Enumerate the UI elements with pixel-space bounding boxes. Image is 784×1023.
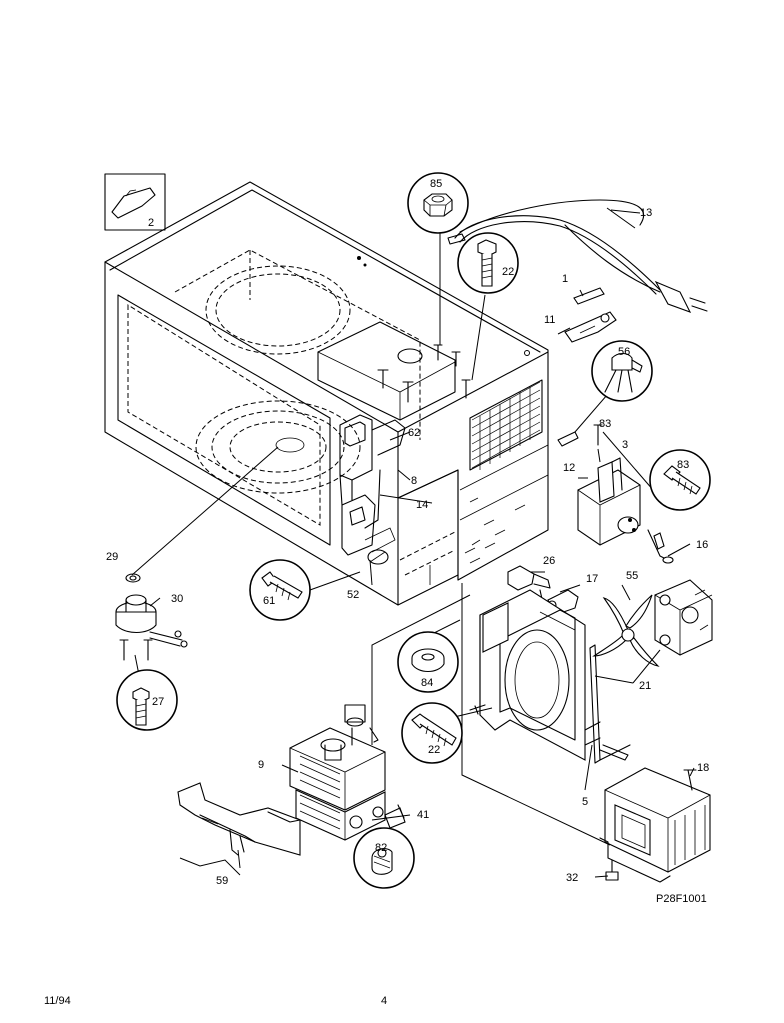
callout-55: 55 bbox=[626, 570, 638, 582]
callout-labels: 2 85 13 22 1 11 56 62 83 3 83 12 8 14 16… bbox=[106, 178, 709, 887]
callout-11: 11 bbox=[544, 314, 555, 326]
callout-32: 32 bbox=[566, 872, 578, 884]
detail-bubble-22-bottom bbox=[401, 702, 463, 764]
callout-52: 52 bbox=[347, 589, 359, 601]
callout-12: 12 bbox=[563, 462, 575, 474]
detail-bubble-27 bbox=[116, 669, 178, 731]
part-2-inset bbox=[104, 173, 166, 231]
callout-29: 29 bbox=[106, 551, 118, 563]
vent-grille bbox=[469, 379, 543, 471]
footer-date: 11/94 bbox=[44, 995, 71, 1007]
callout-83-small: 83 bbox=[599, 418, 611, 430]
callout-22-top: 22 bbox=[502, 266, 514, 278]
callout-8: 8 bbox=[411, 475, 417, 487]
callout-41: 41 bbox=[417, 809, 429, 821]
callout-1: 1 bbox=[562, 273, 568, 285]
callout-14: 14 bbox=[416, 499, 428, 511]
callout-62: 62 bbox=[408, 427, 420, 439]
detail-bubble-85 bbox=[407, 172, 469, 234]
fan-motor bbox=[507, 565, 713, 667]
callout-9: 9 bbox=[258, 759, 264, 771]
callout-22-bottom: 22 bbox=[428, 744, 440, 756]
magnetron bbox=[289, 704, 406, 841]
callout-83-bubble: 83 bbox=[677, 459, 689, 471]
detail-bubble-56 bbox=[591, 340, 653, 402]
detail-bubble-82 bbox=[353, 827, 415, 889]
detail-bubble-83 bbox=[649, 449, 711, 511]
callout-85: 85 bbox=[430, 178, 442, 190]
page-number: 4 bbox=[381, 995, 387, 1007]
capacitor bbox=[557, 424, 674, 564]
diagram-id: P28F1001 bbox=[656, 893, 707, 905]
air-guide bbox=[177, 782, 301, 856]
callout-84: 84 bbox=[421, 677, 433, 689]
high-voltage-transformer bbox=[599, 767, 711, 883]
callout-5: 5 bbox=[582, 796, 588, 808]
callout-82: 82 bbox=[375, 842, 387, 854]
stirrer-motor bbox=[115, 573, 188, 661]
callout-61: 61 bbox=[263, 595, 275, 607]
power-cord bbox=[447, 199, 708, 313]
callout-17: 17 bbox=[586, 573, 598, 585]
detail-bubble-84 bbox=[397, 631, 459, 693]
callout-16: 16 bbox=[696, 539, 708, 551]
fan-bracket bbox=[469, 589, 631, 764]
callout-2: 2 bbox=[148, 217, 154, 229]
detail-bubble-22-top bbox=[457, 232, 519, 294]
door-switch-assembly bbox=[339, 414, 406, 565]
callout-3: 3 bbox=[622, 439, 628, 451]
callout-13: 13 bbox=[640, 207, 652, 219]
callout-26: 26 bbox=[543, 555, 555, 567]
callout-56: 56 bbox=[618, 346, 630, 358]
callout-27: 27 bbox=[152, 696, 164, 708]
fuse-holder bbox=[564, 287, 617, 343]
callout-30: 30 bbox=[171, 593, 183, 605]
detail-bubble-61 bbox=[249, 559, 311, 621]
oven-cabinet bbox=[104, 181, 549, 606]
callout-59: 59 bbox=[216, 875, 228, 887]
callout-18: 18 bbox=[697, 762, 709, 774]
callout-21: 21 bbox=[639, 680, 651, 692]
leader-lines bbox=[131, 207, 695, 878]
